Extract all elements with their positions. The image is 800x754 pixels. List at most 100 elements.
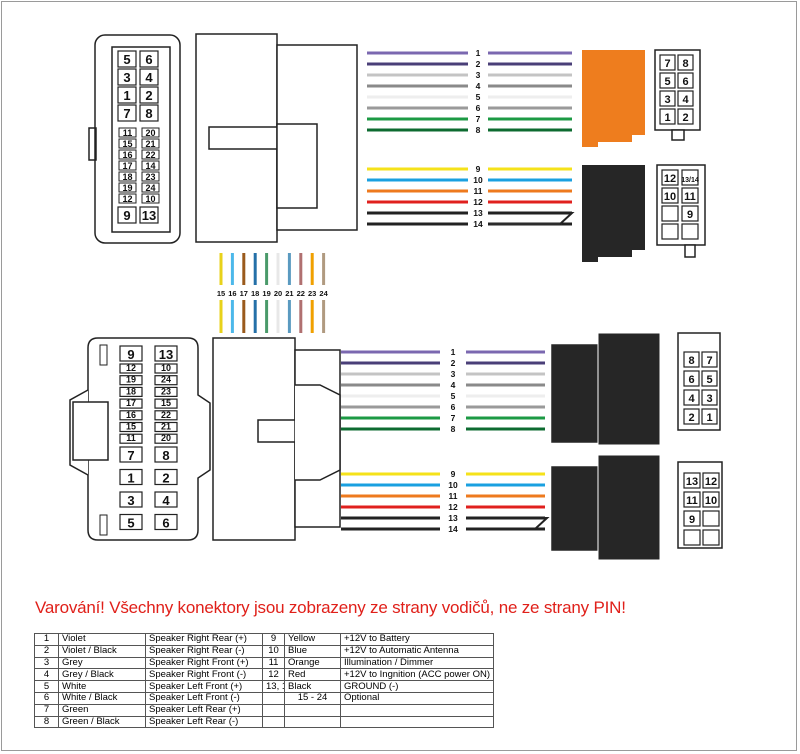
pin-label: 21 [161,422,171,432]
table-cell: +12V to Ingnition (ACC power ON) [340,668,494,682]
small-pin [141,193,160,204]
table-cell [262,703,285,717]
table-cell [340,703,494,717]
pin [659,90,676,107]
pin [701,370,718,387]
pin [117,50,137,68]
table-cell: 12 [262,668,285,682]
table-cell: Speaker Right Rear (-) [145,644,263,658]
pin-label: 7 [123,106,130,121]
pin [702,510,720,527]
pin-label: 5 [706,374,712,386]
pin-label: 20 [145,128,155,138]
iso-speaker-plug-body [551,344,601,443]
small-pin [118,171,137,182]
pin [119,386,143,397]
pin-label: 15 [126,422,136,432]
pin [119,410,143,421]
pin-label: 6 [145,52,152,67]
pin [702,491,720,508]
table-cell: Speaker Left Front (-) [145,691,263,705]
pin-label: 18 [122,172,132,182]
optional-wire-label: 19 [262,289,270,298]
table-cell: 2 [34,644,59,658]
pin [677,72,694,89]
pin-label: 8 [162,448,169,463]
table-cell: Speaker Right Front (+) [145,656,263,670]
table-cell: Speaker Right Front (-) [145,668,263,682]
wire-label: 8 [476,125,481,135]
small-pin [141,160,160,171]
pin [154,421,178,433]
pin-label: 12 [122,194,132,204]
wire-label: 4 [476,81,481,91]
pin [154,345,178,362]
pin-label: 7 [664,58,670,70]
pin [661,223,679,240]
pin-label: 20 [161,433,171,443]
wire-label: 10 [448,480,458,490]
wire-label: 13 [448,513,458,523]
pin-label: 8 [682,58,688,70]
wire-label: 9 [476,164,481,174]
wire-label: 3 [451,369,456,379]
pin-label: 6 [162,516,169,531]
pin [677,90,694,107]
table-cell: 5 [34,680,59,693]
pin-label: 13 [142,208,156,223]
wire-label: 7 [476,114,481,124]
pin-label: 2 [682,112,688,124]
bottom-left-connector-housing [87,337,211,541]
wire-label: 7 [451,413,456,423]
optional-wire-label: 23 [308,289,316,298]
pin-label: 6 [688,374,694,386]
pin [677,108,694,125]
key-slot [99,344,108,366]
optional-wire-label: 20 [274,289,282,298]
pin-label: 14 [145,161,155,171]
wire-label: 2 [476,59,481,69]
pin-label: 13 [159,347,173,362]
pin [117,86,137,104]
table-cell: Speaker Left Front (+) [145,680,263,693]
table-cell: Orange [284,656,341,670]
pin [119,398,143,409]
pin [661,205,679,222]
pin-label: 1 [664,112,670,124]
table-cell: Speaker Right Rear (+) [145,633,263,646]
table-cell [284,703,341,717]
pin-label: 12 [705,476,717,488]
pin [139,86,159,104]
optional-wire-label: 24 [319,289,328,298]
pin [139,104,159,122]
pin-label: 8 [145,106,152,121]
pin [154,363,178,374]
table-cell: 7 [34,703,59,717]
pin [119,375,143,386]
pin-label: 9 [123,208,130,223]
table-cell: Violet [58,633,146,646]
pin [117,206,137,224]
pin [659,72,676,89]
table-cell: Optional [340,691,494,705]
table-cell: Grey [58,656,146,670]
table-cell: White / Black [58,691,146,705]
pin [119,513,143,531]
pin [683,491,701,508]
bottom-harness-tab [257,419,296,443]
table-cell: 11 [262,656,285,670]
pin [154,513,178,531]
pin [683,351,700,368]
pin [702,529,720,546]
pin [702,472,720,489]
pin-label: 1 [123,88,130,103]
optional-wire-label: 18 [251,289,259,298]
table-cell: +12V to Automatic Antenna [340,644,494,658]
optional-wire-label: 22 [297,289,305,298]
